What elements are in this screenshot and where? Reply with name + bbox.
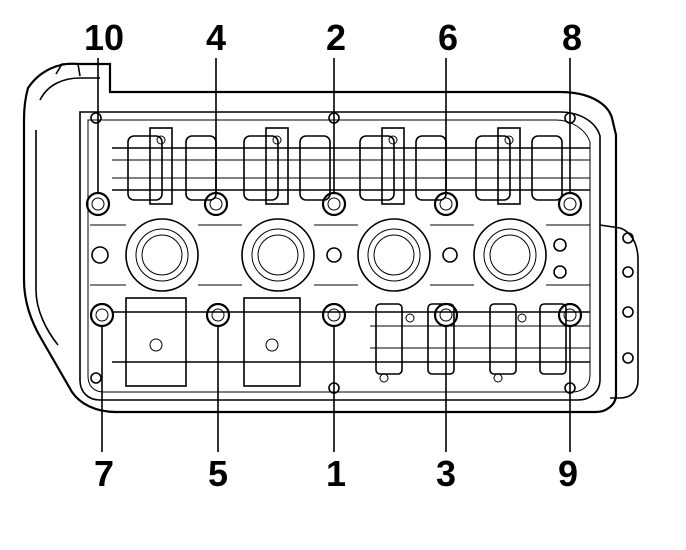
top-sequence-labels: 10 4 2 6 8 — [84, 17, 582, 58]
spark-plug-bores — [125, 218, 547, 292]
label-top-5: 8 — [562, 17, 582, 58]
label-bottom-4: 3 — [436, 453, 456, 494]
bottom-sequence-labels: 7 5 1 3 9 — [94, 453, 578, 494]
bolt-8 — [557, 58, 583, 217]
bolt-9 — [557, 302, 583, 452]
label-bottom-1: 7 — [94, 453, 114, 494]
label-bottom-5: 9 — [558, 453, 578, 494]
perimeter-bolts — [90, 112, 576, 394]
bolt-7 — [89, 302, 115, 452]
bolt-3 — [433, 302, 459, 452]
bolt-2 — [321, 58, 347, 217]
top-bearing-caps — [149, 127, 521, 205]
bolt-6 — [433, 58, 459, 217]
cylinder-head-drawing — [22, 62, 639, 414]
label-top-1: 10 — [84, 17, 124, 58]
label-bottom-3: 1 — [326, 453, 346, 494]
head-bolts — [85, 58, 583, 452]
label-top-3: 2 — [326, 17, 346, 58]
bolt-4 — [203, 58, 229, 217]
bolt-10 — [85, 58, 111, 217]
bolt-5 — [205, 302, 231, 452]
bolt-1 — [321, 302, 347, 452]
label-top-4: 6 — [438, 17, 458, 58]
label-top-2: 4 — [206, 17, 226, 58]
label-bottom-2: 5 — [208, 453, 228, 494]
